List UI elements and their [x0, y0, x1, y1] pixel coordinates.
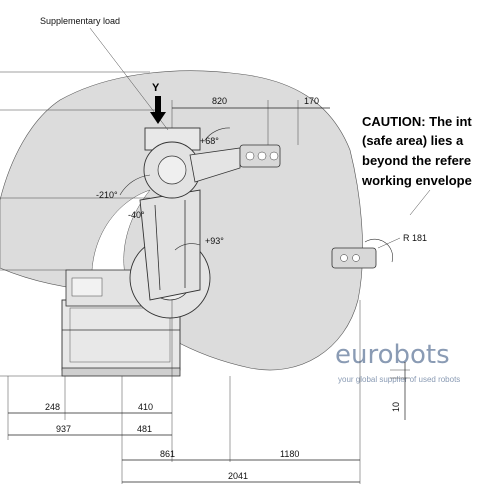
dimension-410: 410 — [138, 402, 153, 412]
dimension-10: 10 — [391, 402, 401, 412]
angle-minus-210: -210° — [96, 190, 118, 200]
angle-minus-40: -40° — [128, 210, 145, 220]
caution-line-1: CAUTION: The int — [362, 114, 472, 129]
y-axis-label: Y — [152, 82, 160, 94]
dimension-1180: 1180 — [280, 449, 299, 459]
caution-note: CAUTION: The int (safe area) lies a beyo… — [361, 114, 472, 188]
rotation-arc-68 — [204, 127, 231, 141]
dimension-248: 248 — [45, 402, 60, 412]
robot-upper-arm — [143, 127, 241, 199]
dimension-820: 820 — [212, 96, 227, 106]
rotation-arc-210 — [119, 174, 151, 196]
robot-wrist-lowered — [331, 238, 393, 269]
dimension-481: 481 — [137, 424, 152, 434]
dimension-2041: 2041 — [228, 471, 248, 481]
eurobots-tagline: your global supplier of used robots — [338, 375, 460, 384]
angle-plus-93: +93° — [205, 236, 224, 246]
dimension-170: 170 — [304, 96, 319, 106]
dimension-861: 861 — [160, 449, 175, 459]
caution-leader — [409, 189, 431, 216]
eurobots-logo: eurobots — [335, 340, 450, 370]
dimension-937: 937 — [56, 424, 71, 434]
rotation-arc-93 — [174, 243, 201, 251]
robot-lower-arm — [139, 189, 201, 301]
robot-wrist-extended — [239, 144, 281, 168]
angle-plus-68: +68° — [200, 136, 219, 146]
y-arrow-icon — [150, 96, 166, 124]
supplementary-load-label: Supplementary load — [40, 16, 120, 26]
caution-line-2: (safe area) lies a — [362, 133, 464, 148]
caution-line-3: beyond the refere — [362, 153, 471, 168]
radius-r181-label: R 181 — [403, 233, 427, 243]
caution-line-4: working envelope — [361, 173, 472, 188]
